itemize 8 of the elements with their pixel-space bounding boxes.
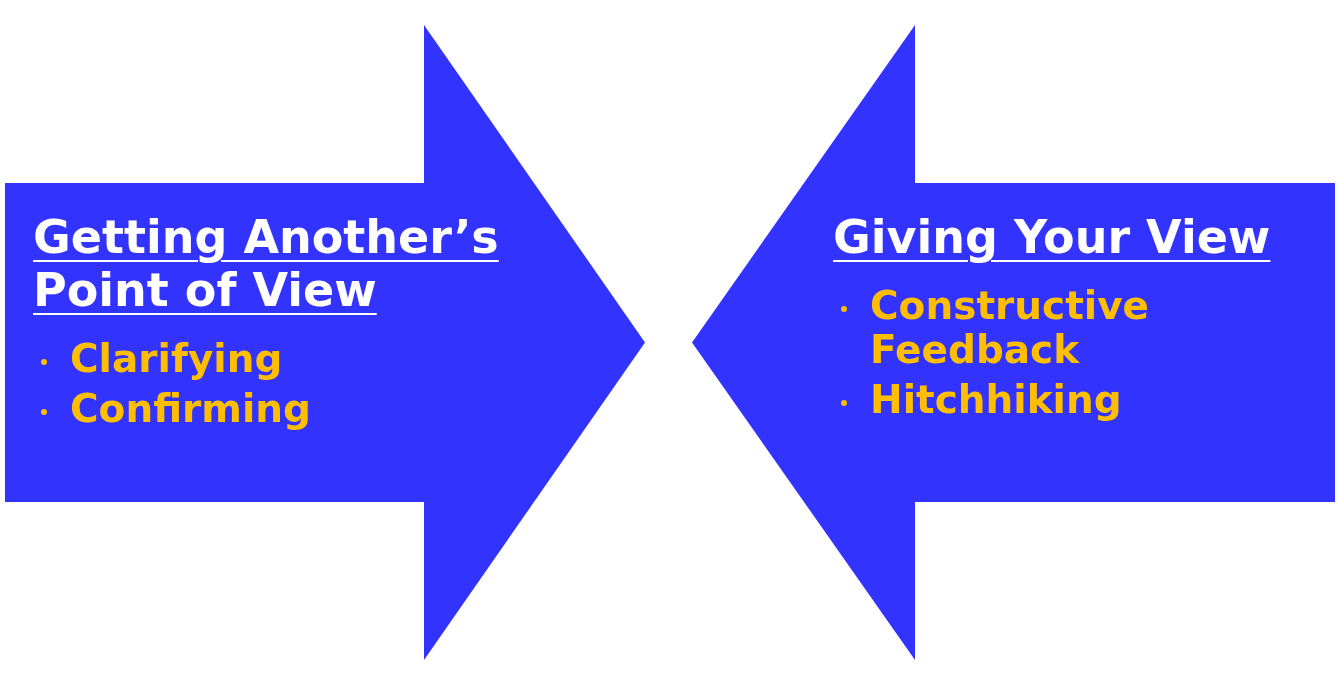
- heading: Giving Your View: [833, 211, 1271, 264]
- list-item: Confirming: [70, 387, 311, 431]
- list-item: Hitchhiking: [870, 378, 1122, 422]
- list-item: Constructive Feedback: [870, 284, 1151, 372]
- arrow-shape: [5, 25, 645, 660]
- arrow-shape: [692, 25, 1335, 660]
- list-item: Clarifying: [70, 337, 283, 381]
- heading: Getting Another’s Point of View: [33, 211, 500, 317]
